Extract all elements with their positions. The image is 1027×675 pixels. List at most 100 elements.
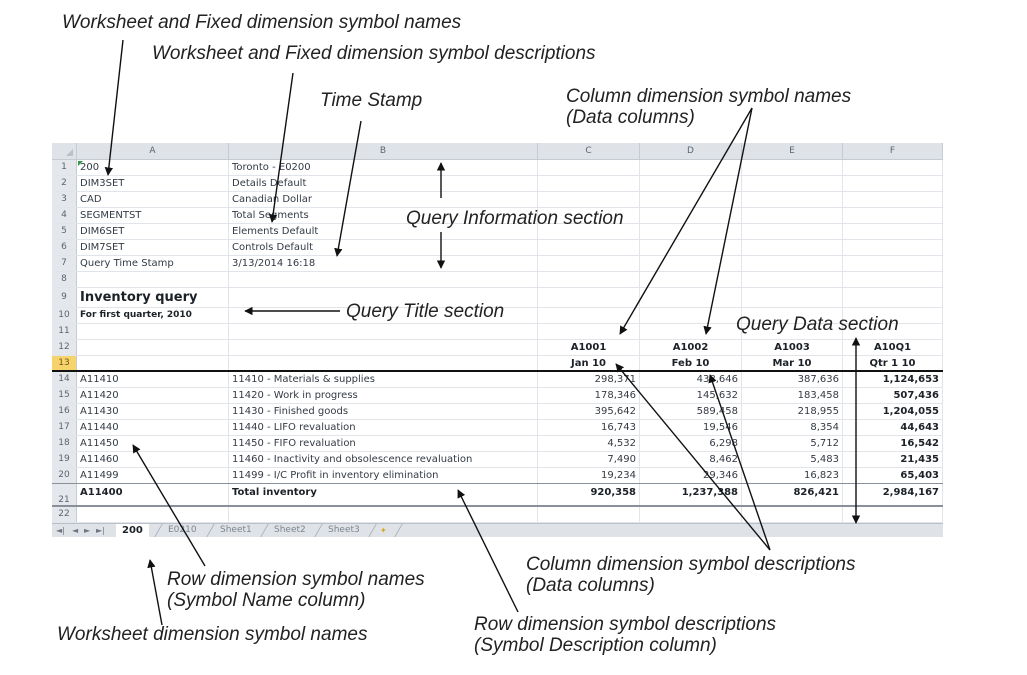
column-header-b[interactable]: B bbox=[229, 143, 538, 160]
sheet-tab-sheet1[interactable]: Sheet1 bbox=[220, 525, 252, 535]
cell-f1[interactable] bbox=[843, 160, 943, 175]
sheet-tab-200[interactable]: 200 bbox=[116, 524, 149, 537]
cell-c20[interactable]: 19,234 bbox=[538, 468, 640, 483]
cell-f20[interactable]: 65,403 bbox=[843, 468, 943, 483]
cell-e9[interactable] bbox=[742, 288, 843, 307]
cell-c16[interactable]: 395,642 bbox=[538, 404, 640, 419]
cell-a12[interactable] bbox=[77, 340, 229, 355]
row-header[interactable]: 7 bbox=[52, 256, 77, 271]
cell-a5[interactable]: DIM6SET bbox=[77, 224, 229, 239]
cell-f16[interactable]: 1,204,055 bbox=[843, 404, 943, 419]
cell-c2[interactable] bbox=[538, 176, 640, 191]
cell-f7[interactable] bbox=[843, 256, 943, 271]
cell-d1[interactable] bbox=[640, 160, 742, 175]
cell-c11[interactable] bbox=[538, 324, 640, 339]
cell-b6[interactable]: Controls Default bbox=[229, 240, 538, 255]
cell-d5[interactable] bbox=[640, 224, 742, 239]
cell-e21[interactable]: 826,421 bbox=[742, 484, 843, 505]
cell-b11[interactable] bbox=[229, 324, 538, 339]
row-header[interactable]: 14 bbox=[52, 372, 77, 387]
cell-a16[interactable]: A11430 bbox=[77, 404, 229, 419]
row-header[interactable]: 10 bbox=[52, 308, 77, 323]
cell-d3[interactable] bbox=[640, 192, 742, 207]
cell-c7[interactable] bbox=[538, 256, 640, 271]
row-header[interactable]: 5 bbox=[52, 224, 77, 239]
row-header[interactable]: 8 bbox=[52, 272, 77, 287]
cell-f8[interactable] bbox=[843, 272, 943, 287]
cell-e2[interactable] bbox=[742, 176, 843, 191]
row-header[interactable]: 18 bbox=[52, 436, 77, 451]
cell-f13[interactable]: Qtr 1 10 bbox=[843, 356, 943, 370]
cell-c6[interactable] bbox=[538, 240, 640, 255]
cell-b19[interactable]: 11460 - Inactivity and obsolescence reva… bbox=[229, 452, 538, 467]
cell-b13[interactable] bbox=[229, 356, 538, 370]
cell-f2[interactable] bbox=[843, 176, 943, 191]
cell-d18[interactable]: 6,298 bbox=[640, 436, 742, 451]
row-header[interactable]: 13 bbox=[52, 356, 77, 370]
cell-f5[interactable] bbox=[843, 224, 943, 239]
cell-b22[interactable] bbox=[229, 507, 538, 522]
first-sheet-icon[interactable]: ◄| bbox=[56, 526, 65, 535]
cell-e15[interactable]: 183,458 bbox=[742, 388, 843, 403]
cell-a18[interactable]: A11450 bbox=[77, 436, 229, 451]
sheet-tab-e0210[interactable]: E0210 bbox=[168, 525, 197, 535]
cell-f4[interactable] bbox=[843, 208, 943, 223]
cell-c22[interactable] bbox=[538, 507, 640, 522]
cell-a14[interactable]: A11410 bbox=[77, 372, 229, 387]
row-header[interactable]: 16 bbox=[52, 404, 77, 419]
cell-f6[interactable] bbox=[843, 240, 943, 255]
row-header[interactable]: 22 bbox=[52, 507, 77, 522]
cell-d11[interactable] bbox=[640, 324, 742, 339]
cell-f12[interactable]: A10Q1 bbox=[843, 340, 943, 355]
row-header[interactable]: 17 bbox=[52, 420, 77, 435]
cell-c19[interactable]: 7,490 bbox=[538, 452, 640, 467]
cell-b10[interactable] bbox=[229, 308, 538, 323]
cell-c1[interactable] bbox=[538, 160, 640, 175]
row-header[interactable]: 3 bbox=[52, 192, 77, 207]
row-header[interactable]: 2 bbox=[52, 176, 77, 191]
cell-c9[interactable] bbox=[538, 288, 640, 307]
cell-f11[interactable] bbox=[843, 324, 943, 339]
cell-a2[interactable]: DIM3SET bbox=[77, 176, 229, 191]
cell-b2[interactable]: Details Default bbox=[229, 176, 538, 191]
cell-e5[interactable] bbox=[742, 224, 843, 239]
cell-d19[interactable]: 8,462 bbox=[640, 452, 742, 467]
cell-f22[interactable] bbox=[843, 507, 943, 522]
cell-a15[interactable]: A11420 bbox=[77, 388, 229, 403]
cell-e4[interactable] bbox=[742, 208, 843, 223]
row-header[interactable]: 9 bbox=[52, 288, 77, 307]
cell-e12[interactable]: A1003 bbox=[742, 340, 843, 355]
cell-f18[interactable]: 16,542 bbox=[843, 436, 943, 451]
prev-sheet-icon[interactable]: ◄ bbox=[72, 526, 79, 535]
column-header-a[interactable]: A bbox=[77, 143, 229, 160]
row-header[interactable]: 1 bbox=[52, 160, 77, 175]
next-sheet-icon[interactable]: ► bbox=[84, 526, 91, 535]
cell-d13[interactable]: Feb 10 bbox=[640, 356, 742, 370]
cell-f17[interactable]: 44,643 bbox=[843, 420, 943, 435]
cell-a10[interactable]: For first quarter, 2010 bbox=[77, 308, 229, 323]
cell-d12[interactable]: A1002 bbox=[640, 340, 742, 355]
cell-d16[interactable]: 589,458 bbox=[640, 404, 742, 419]
cell-e19[interactable]: 5,483 bbox=[742, 452, 843, 467]
cell-d17[interactable]: 19,546 bbox=[640, 420, 742, 435]
cell-f15[interactable]: 507,436 bbox=[843, 388, 943, 403]
cell-b7[interactable]: 3/13/2014 16:18 bbox=[229, 256, 538, 271]
cell-c21[interactable]: 920,358 bbox=[538, 484, 640, 505]
cell-d9[interactable] bbox=[640, 288, 742, 307]
cell-a7[interactable]: Query Time Stamp bbox=[77, 256, 229, 271]
cell-f10[interactable] bbox=[843, 308, 943, 323]
cell-e18[interactable]: 5,712 bbox=[742, 436, 843, 451]
cell-e1[interactable] bbox=[742, 160, 843, 175]
cell-e22[interactable] bbox=[742, 507, 843, 522]
cell-a22[interactable] bbox=[77, 507, 229, 522]
cell-e16[interactable]: 218,955 bbox=[742, 404, 843, 419]
cell-d22[interactable] bbox=[640, 507, 742, 522]
column-header-f[interactable]: F bbox=[843, 143, 943, 160]
cell-b21[interactable]: Total inventory bbox=[229, 484, 538, 505]
cell-a21[interactable]: A11400 bbox=[77, 484, 229, 505]
cell-e6[interactable] bbox=[742, 240, 843, 255]
cell-b18[interactable]: 11450 - FIFO revaluation bbox=[229, 436, 538, 451]
column-header-c[interactable]: C bbox=[538, 143, 640, 160]
cell-f9[interactable] bbox=[843, 288, 943, 307]
cell-e10[interactable] bbox=[742, 308, 843, 323]
